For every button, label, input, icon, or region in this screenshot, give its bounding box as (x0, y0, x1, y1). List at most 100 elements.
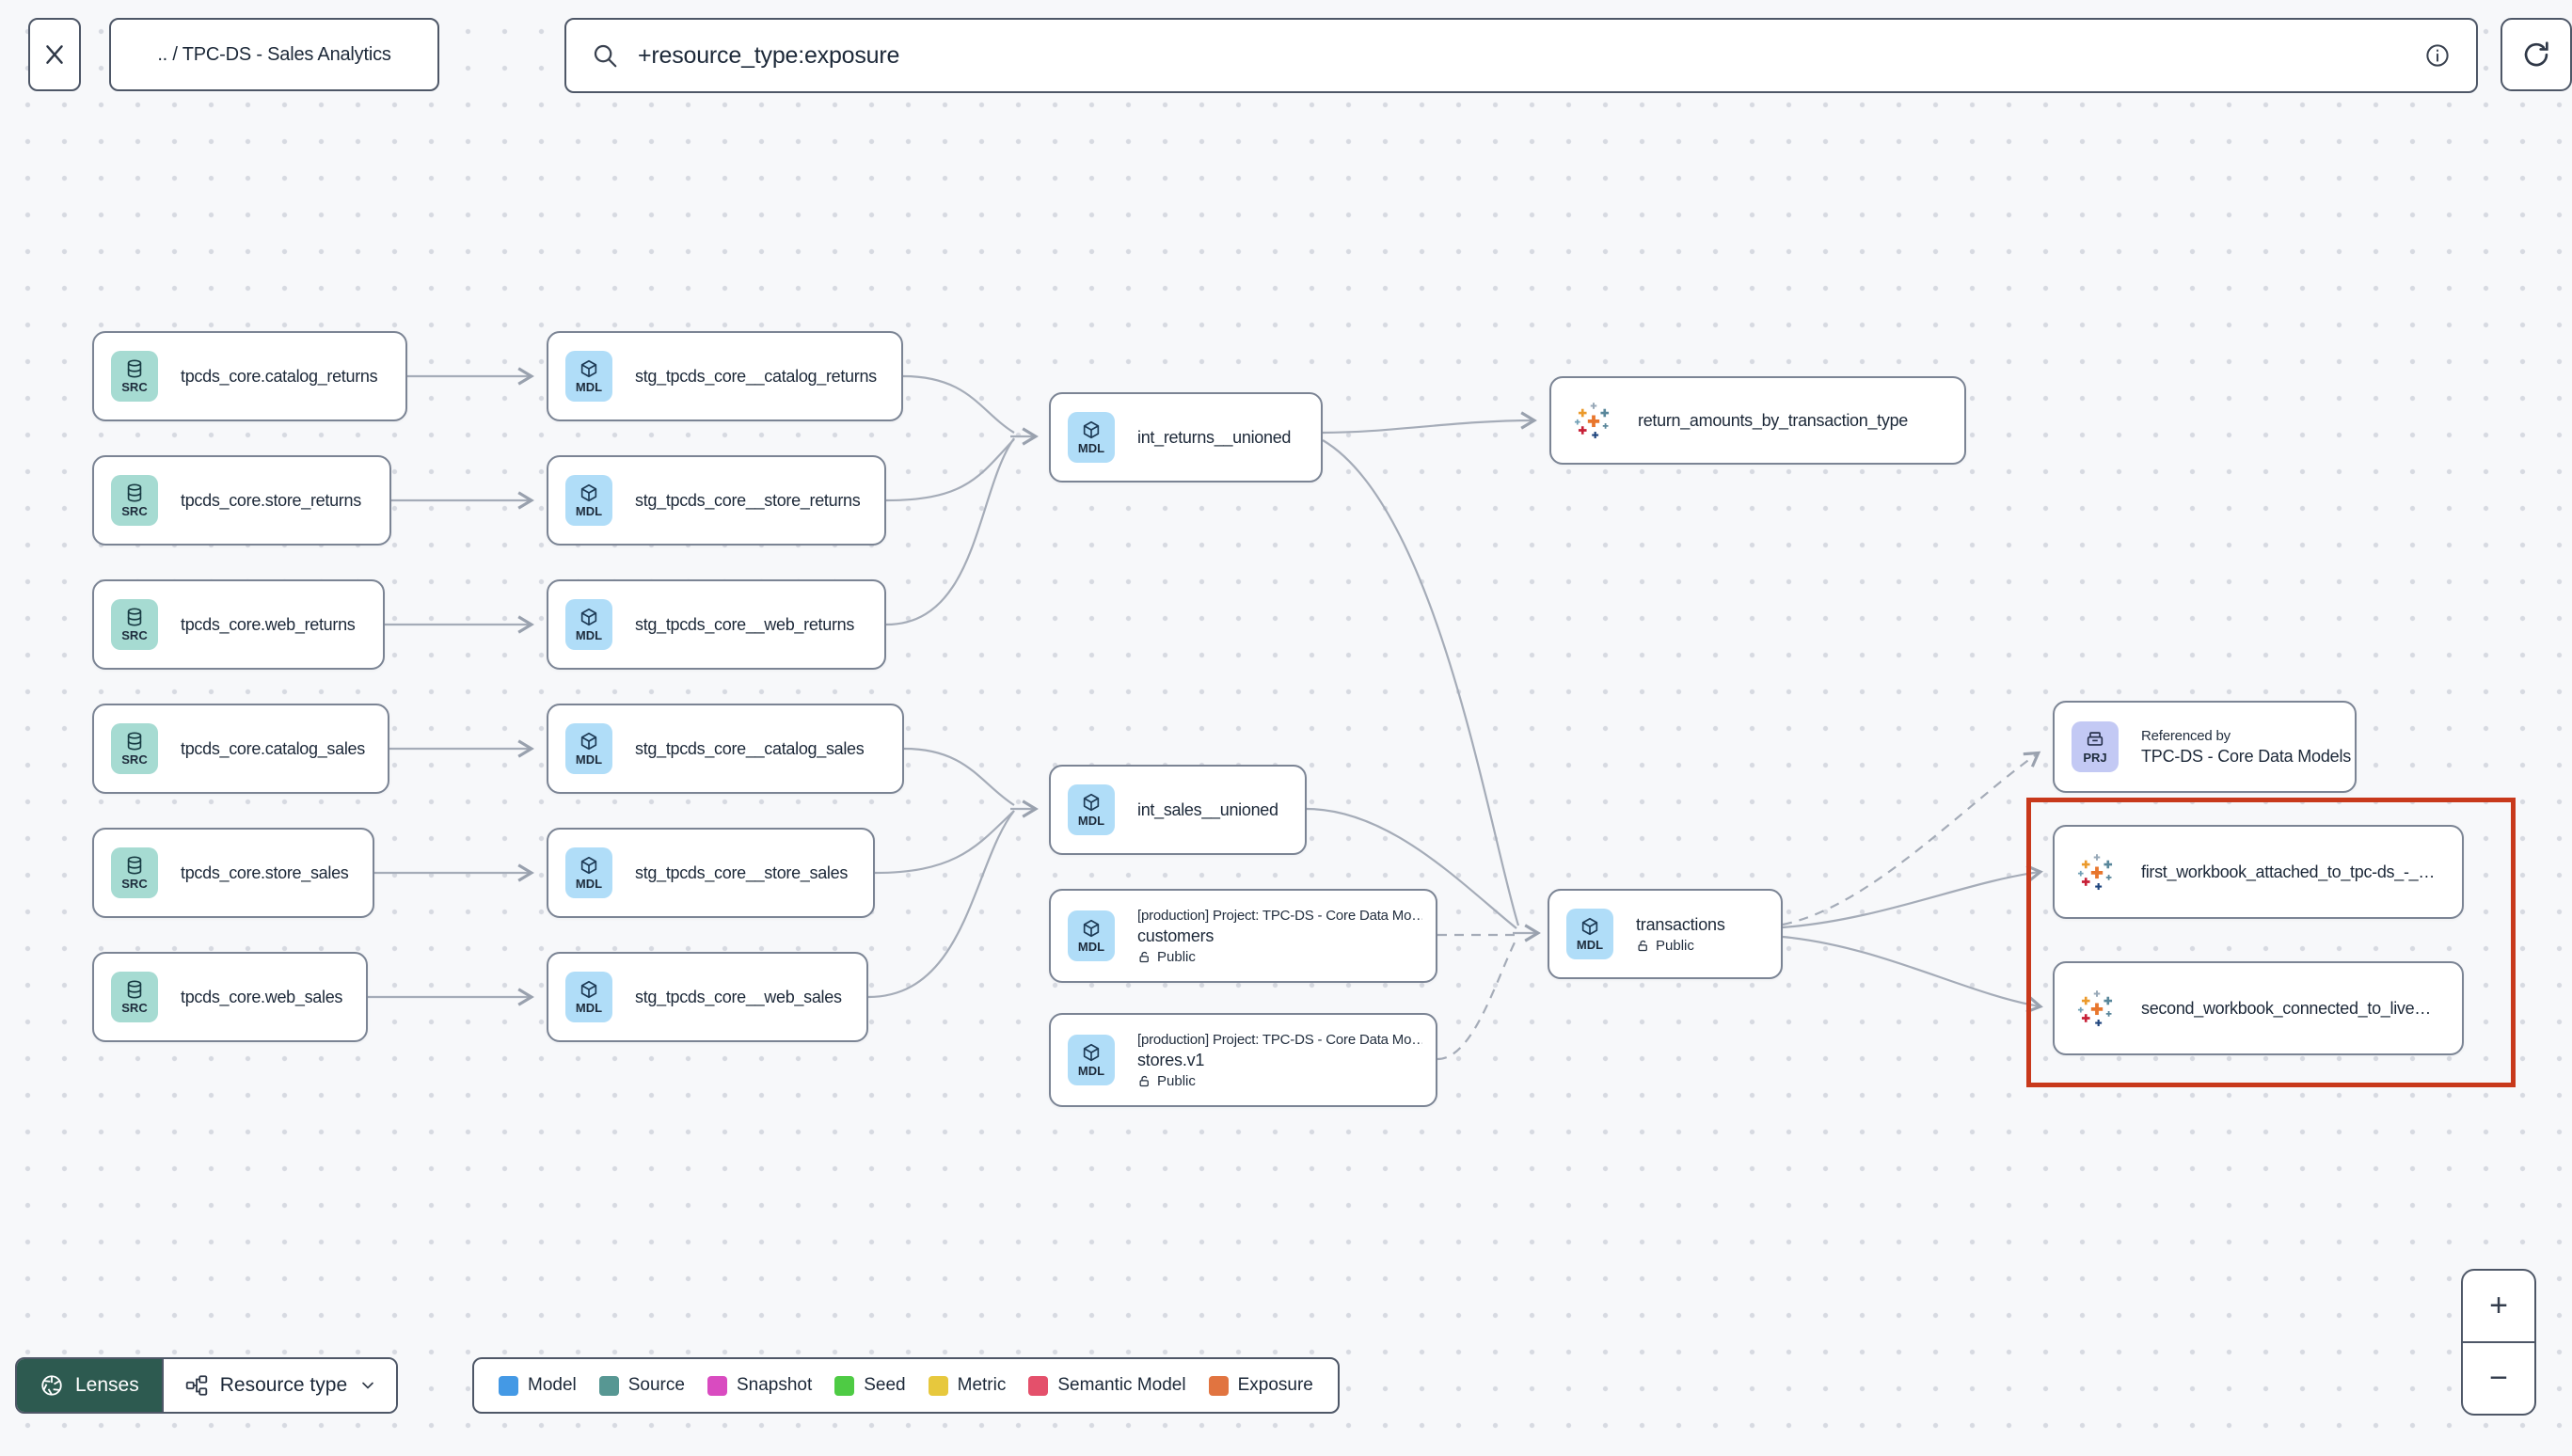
project-drawer-icon (2087, 732, 2104, 746)
model-badge: MDL (1068, 910, 1115, 961)
zoom-controls: + − (2461, 1269, 2536, 1416)
legend-item: Semantic Model (1028, 1375, 1186, 1396)
model-badge: MDL (565, 847, 612, 898)
source-badge: SRC (111, 599, 158, 650)
cube-icon (1083, 1043, 1100, 1062)
close-button[interactable] (28, 18, 81, 91)
cube-icon (1083, 919, 1100, 938)
model-badge: MDL (565, 475, 612, 526)
legend-item: Seed (834, 1375, 906, 1396)
node-stores-v1[interactable]: MDL [production] Project: TPC-DS - Core … (1049, 1013, 1437, 1107)
tableau-icon (2077, 990, 2113, 1027)
zoom-in-button[interactable]: + (2463, 1271, 2534, 1341)
database-icon (127, 856, 142, 875)
aperture-icon (41, 1375, 62, 1396)
legend-item: Source (598, 1375, 685, 1396)
model-badge: MDL (1068, 784, 1115, 835)
model-badge: MDL (1068, 1035, 1115, 1085)
node-source-catalog-sales[interactable]: SRC tpcds_core.catalog_sales (92, 704, 389, 794)
node-source-store-sales[interactable]: SRC tpcds_core.store_sales (92, 828, 374, 918)
refresh-icon (2524, 41, 2548, 67)
cube-icon (1581, 917, 1598, 936)
legend-swatch (499, 1375, 518, 1396)
node-source-web-returns[interactable]: SRC tpcds_core.web_returns (92, 579, 385, 670)
model-badge: MDL (1068, 412, 1115, 463)
legend-item: Model (499, 1375, 577, 1396)
legend-swatch (1208, 1375, 1229, 1396)
node-int-sales-unioned[interactable]: MDL int_sales__unioned (1049, 765, 1307, 855)
legend-swatch (928, 1375, 948, 1396)
model-badge: MDL (565, 351, 612, 402)
node-stg-store-sales[interactable]: MDL stg_tpcds_core__store_sales (547, 828, 875, 918)
cube-icon (580, 483, 597, 502)
resource-type-dropdown[interactable]: Resource type (161, 1359, 397, 1412)
tableau-icon (1574, 403, 1610, 439)
node-source-store-returns[interactable]: SRC tpcds_core.store_returns (92, 455, 391, 546)
node-stg-store-returns[interactable]: MDL stg_tpcds_core__store_returns (547, 455, 886, 546)
search-bar[interactable] (564, 18, 2478, 93)
source-badge: SRC (111, 972, 158, 1022)
legend-swatch (1028, 1375, 1049, 1396)
node-referenced-by-project[interactable]: PRJ Referenced by TPC-DS - Core Data Mod… (2053, 701, 2357, 793)
close-icon (46, 45, 63, 64)
model-badge: MDL (565, 723, 612, 774)
node-int-returns-unioned[interactable]: MDL int_returns__unioned (1049, 392, 1323, 483)
source-badge: SRC (111, 475, 158, 526)
cube-icon (580, 856, 597, 875)
legend-item: Snapshot (707, 1375, 812, 1396)
lenses-button[interactable]: Lenses (17, 1359, 162, 1412)
unlock-icon (1139, 1075, 1149, 1086)
node-transactions[interactable]: MDL transactions Public (1548, 889, 1783, 979)
database-icon (127, 732, 142, 751)
node-exposure-first-workbook[interactable]: first_workbook_attached_to_tpc-ds_-_… (2053, 825, 2464, 919)
tableau-icon (2077, 854, 2113, 891)
search-icon (594, 44, 617, 68)
breadcrumb[interactable]: .. / TPC-DS - Sales Analytics (109, 18, 439, 91)
search-input[interactable] (636, 40, 2406, 71)
project-context: [production] Project: TPC-DS - Core Data… (1137, 1031, 1422, 1048)
database-icon (127, 359, 142, 378)
cube-icon (1083, 420, 1100, 439)
database-icon (127, 980, 142, 999)
node-exposure-return-amounts[interactable]: return_amounts_by_transaction_type (1549, 376, 1966, 465)
access-row: Public (1137, 1073, 1422, 1089)
legend-swatch (834, 1375, 855, 1396)
refresh-button[interactable] (2501, 18, 2572, 91)
project-badge: PRJ (2072, 721, 2119, 772)
database-icon (127, 483, 142, 502)
minus-icon: − (2489, 1360, 2508, 1396)
node-stg-web-sales[interactable]: MDL stg_tpcds_core__web_sales (547, 952, 868, 1042)
source-badge: SRC (111, 351, 158, 402)
node-stg-catalog-returns[interactable]: MDL stg_tpcds_core__catalog_returns (547, 331, 903, 421)
cube-icon (580, 608, 597, 626)
chevron-down-icon (362, 1382, 373, 1389)
node-source-catalog-returns[interactable]: SRC tpcds_core.catalog_returns (92, 331, 407, 421)
cube-icon (1083, 793, 1100, 812)
zoom-out-button[interactable]: − (2463, 1341, 2534, 1414)
plus-icon: + (2489, 1288, 2508, 1323)
resource-type-legend: Model Source Snapshot Seed Metric Semant… (472, 1357, 1340, 1414)
cube-icon (580, 359, 597, 378)
cube-icon (580, 980, 597, 999)
source-badge: SRC (111, 723, 158, 774)
database-icon (127, 608, 142, 626)
legend-swatch (707, 1375, 727, 1396)
project-context: [production] Project: TPC-DS - Core Data… (1137, 907, 1422, 924)
source-badge: SRC (111, 847, 158, 898)
node-stg-catalog-sales[interactable]: MDL stg_tpcds_core__catalog_sales (547, 704, 904, 794)
unlock-icon (1638, 940, 1647, 951)
node-stg-web-returns[interactable]: MDL stg_tpcds_core__web_returns (547, 579, 886, 670)
breadcrumb-label: .. / TPC-DS - Sales Analytics (157, 43, 391, 65)
info-icon[interactable] (2423, 41, 2452, 70)
legend-item: Exposure (1208, 1375, 1313, 1396)
model-badge: MDL (1566, 909, 1613, 959)
model-badge: MDL (565, 599, 612, 650)
node-exposure-second-workbook[interactable]: second_workbook_connected_to_live… (2053, 961, 2464, 1055)
access-row: Public (1636, 938, 1725, 954)
node-customers[interactable]: MDL [production] Project: TPC-DS - Core … (1049, 889, 1437, 983)
model-badge: MDL (565, 972, 612, 1022)
legend-item: Metric (928, 1375, 1006, 1396)
unlock-icon (1139, 951, 1149, 962)
hierarchy-icon (185, 1375, 207, 1396)
node-source-web-sales[interactable]: SRC tpcds_core.web_sales (92, 952, 368, 1042)
